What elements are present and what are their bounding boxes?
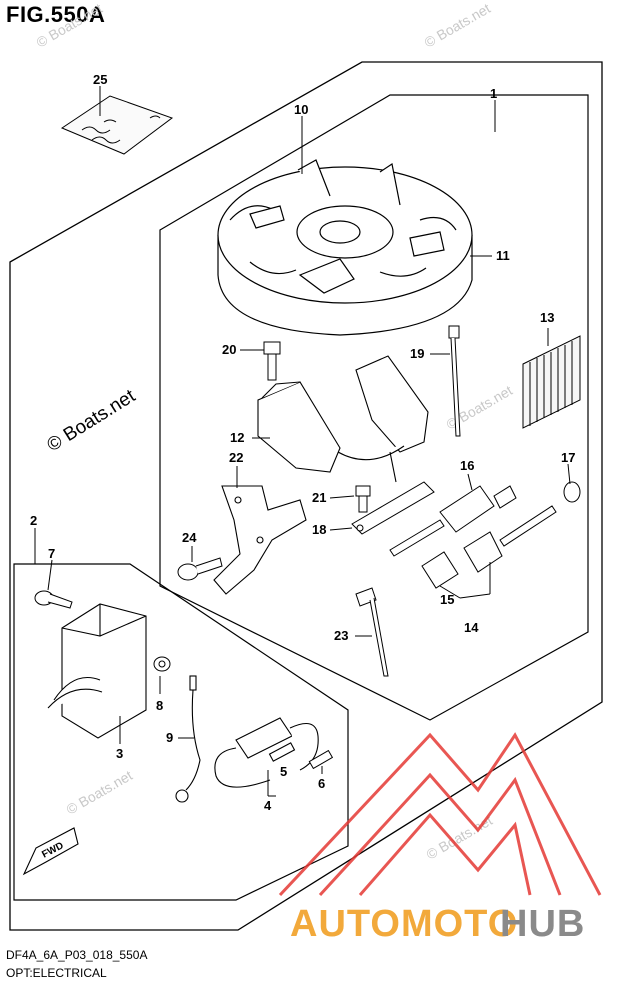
fuse-holder-part bbox=[214, 717, 319, 788]
figure-code: DF4A_6A_P03_018_550A bbox=[6, 948, 148, 962]
cable-tie-part-23 bbox=[355, 587, 389, 677]
callout-2: 2 bbox=[30, 513, 37, 528]
callout-13: 13 bbox=[540, 310, 554, 325]
callout-15: 15 bbox=[440, 592, 454, 607]
callout-23: 23 bbox=[334, 628, 348, 643]
callout-22: 22 bbox=[229, 450, 243, 465]
decal-part bbox=[522, 335, 581, 429]
callout-11: 11 bbox=[496, 248, 510, 263]
label-bag-part bbox=[60, 95, 174, 155]
leader-lines bbox=[34, 86, 571, 797]
logo-text-hub: HUB bbox=[500, 903, 585, 945]
callout-21: 21 bbox=[312, 490, 326, 505]
watermark-faint: © Boats.net bbox=[34, 0, 106, 51]
callout-17: 17 bbox=[561, 450, 575, 465]
callout-24: 24 bbox=[182, 530, 197, 545]
connector-part bbox=[389, 481, 581, 557]
figure-title: FIG.550A bbox=[6, 2, 106, 27]
callout-7: 7 bbox=[48, 546, 55, 561]
clamp-part bbox=[351, 481, 435, 535]
bracket-part bbox=[213, 485, 307, 595]
automotohub-logo: AUTOMOTO HUB bbox=[278, 732, 602, 945]
callout-labels: 25 1 10 11 13 20 19 12 22 16 17 21 18 24… bbox=[30, 72, 575, 813]
figure-group: OPT:ELECTRICAL bbox=[6, 966, 107, 980]
charge-coil-part bbox=[257, 355, 429, 483]
callout-6: 6 bbox=[318, 776, 325, 791]
flywheel-part bbox=[217, 159, 473, 336]
callout-16: 16 bbox=[460, 458, 474, 473]
callout-5: 5 bbox=[280, 764, 287, 779]
nut-part bbox=[153, 656, 171, 672]
assembly-outline-outer bbox=[9, 61, 603, 931]
logo-triangle-icon bbox=[278, 732, 602, 897]
callout-20: 20 bbox=[222, 342, 236, 357]
callout-4: 4 bbox=[264, 798, 272, 813]
bolt-part-24 bbox=[177, 557, 223, 581]
assembly-outline-inner bbox=[159, 94, 589, 721]
callout-14: 14 bbox=[464, 620, 479, 635]
callout-8: 8 bbox=[156, 698, 163, 713]
watermark-faint: © Boats.net bbox=[64, 767, 136, 818]
callout-18: 18 bbox=[312, 522, 326, 537]
watermark-faint: © Boats.net bbox=[422, 0, 494, 51]
connector-set-part bbox=[421, 505, 557, 594]
callout-25: 25 bbox=[93, 72, 107, 87]
callout-1: 1 bbox=[490, 86, 497, 101]
callout-19: 19 bbox=[410, 346, 424, 361]
rectifier-part bbox=[47, 603, 147, 739]
subassembly-outline bbox=[13, 563, 349, 901]
bolt-part-7 bbox=[34, 590, 73, 609]
callout-9: 9 bbox=[166, 730, 173, 745]
bolt-part-21 bbox=[355, 485, 371, 513]
fuse-part bbox=[308, 749, 334, 770]
fwd-direction-marker: FWD bbox=[22, 827, 79, 876]
watermark-main: © Boats.net bbox=[44, 385, 140, 456]
callout-10: 10 bbox=[294, 102, 308, 117]
bolt-part bbox=[263, 341, 281, 381]
logo-text-automoto: AUTOMOTO bbox=[290, 903, 518, 945]
callout-12: 12 bbox=[230, 430, 244, 445]
callout-3: 3 bbox=[116, 746, 123, 761]
ground-wire-part bbox=[175, 675, 201, 803]
cable-tie-part bbox=[448, 325, 461, 437]
